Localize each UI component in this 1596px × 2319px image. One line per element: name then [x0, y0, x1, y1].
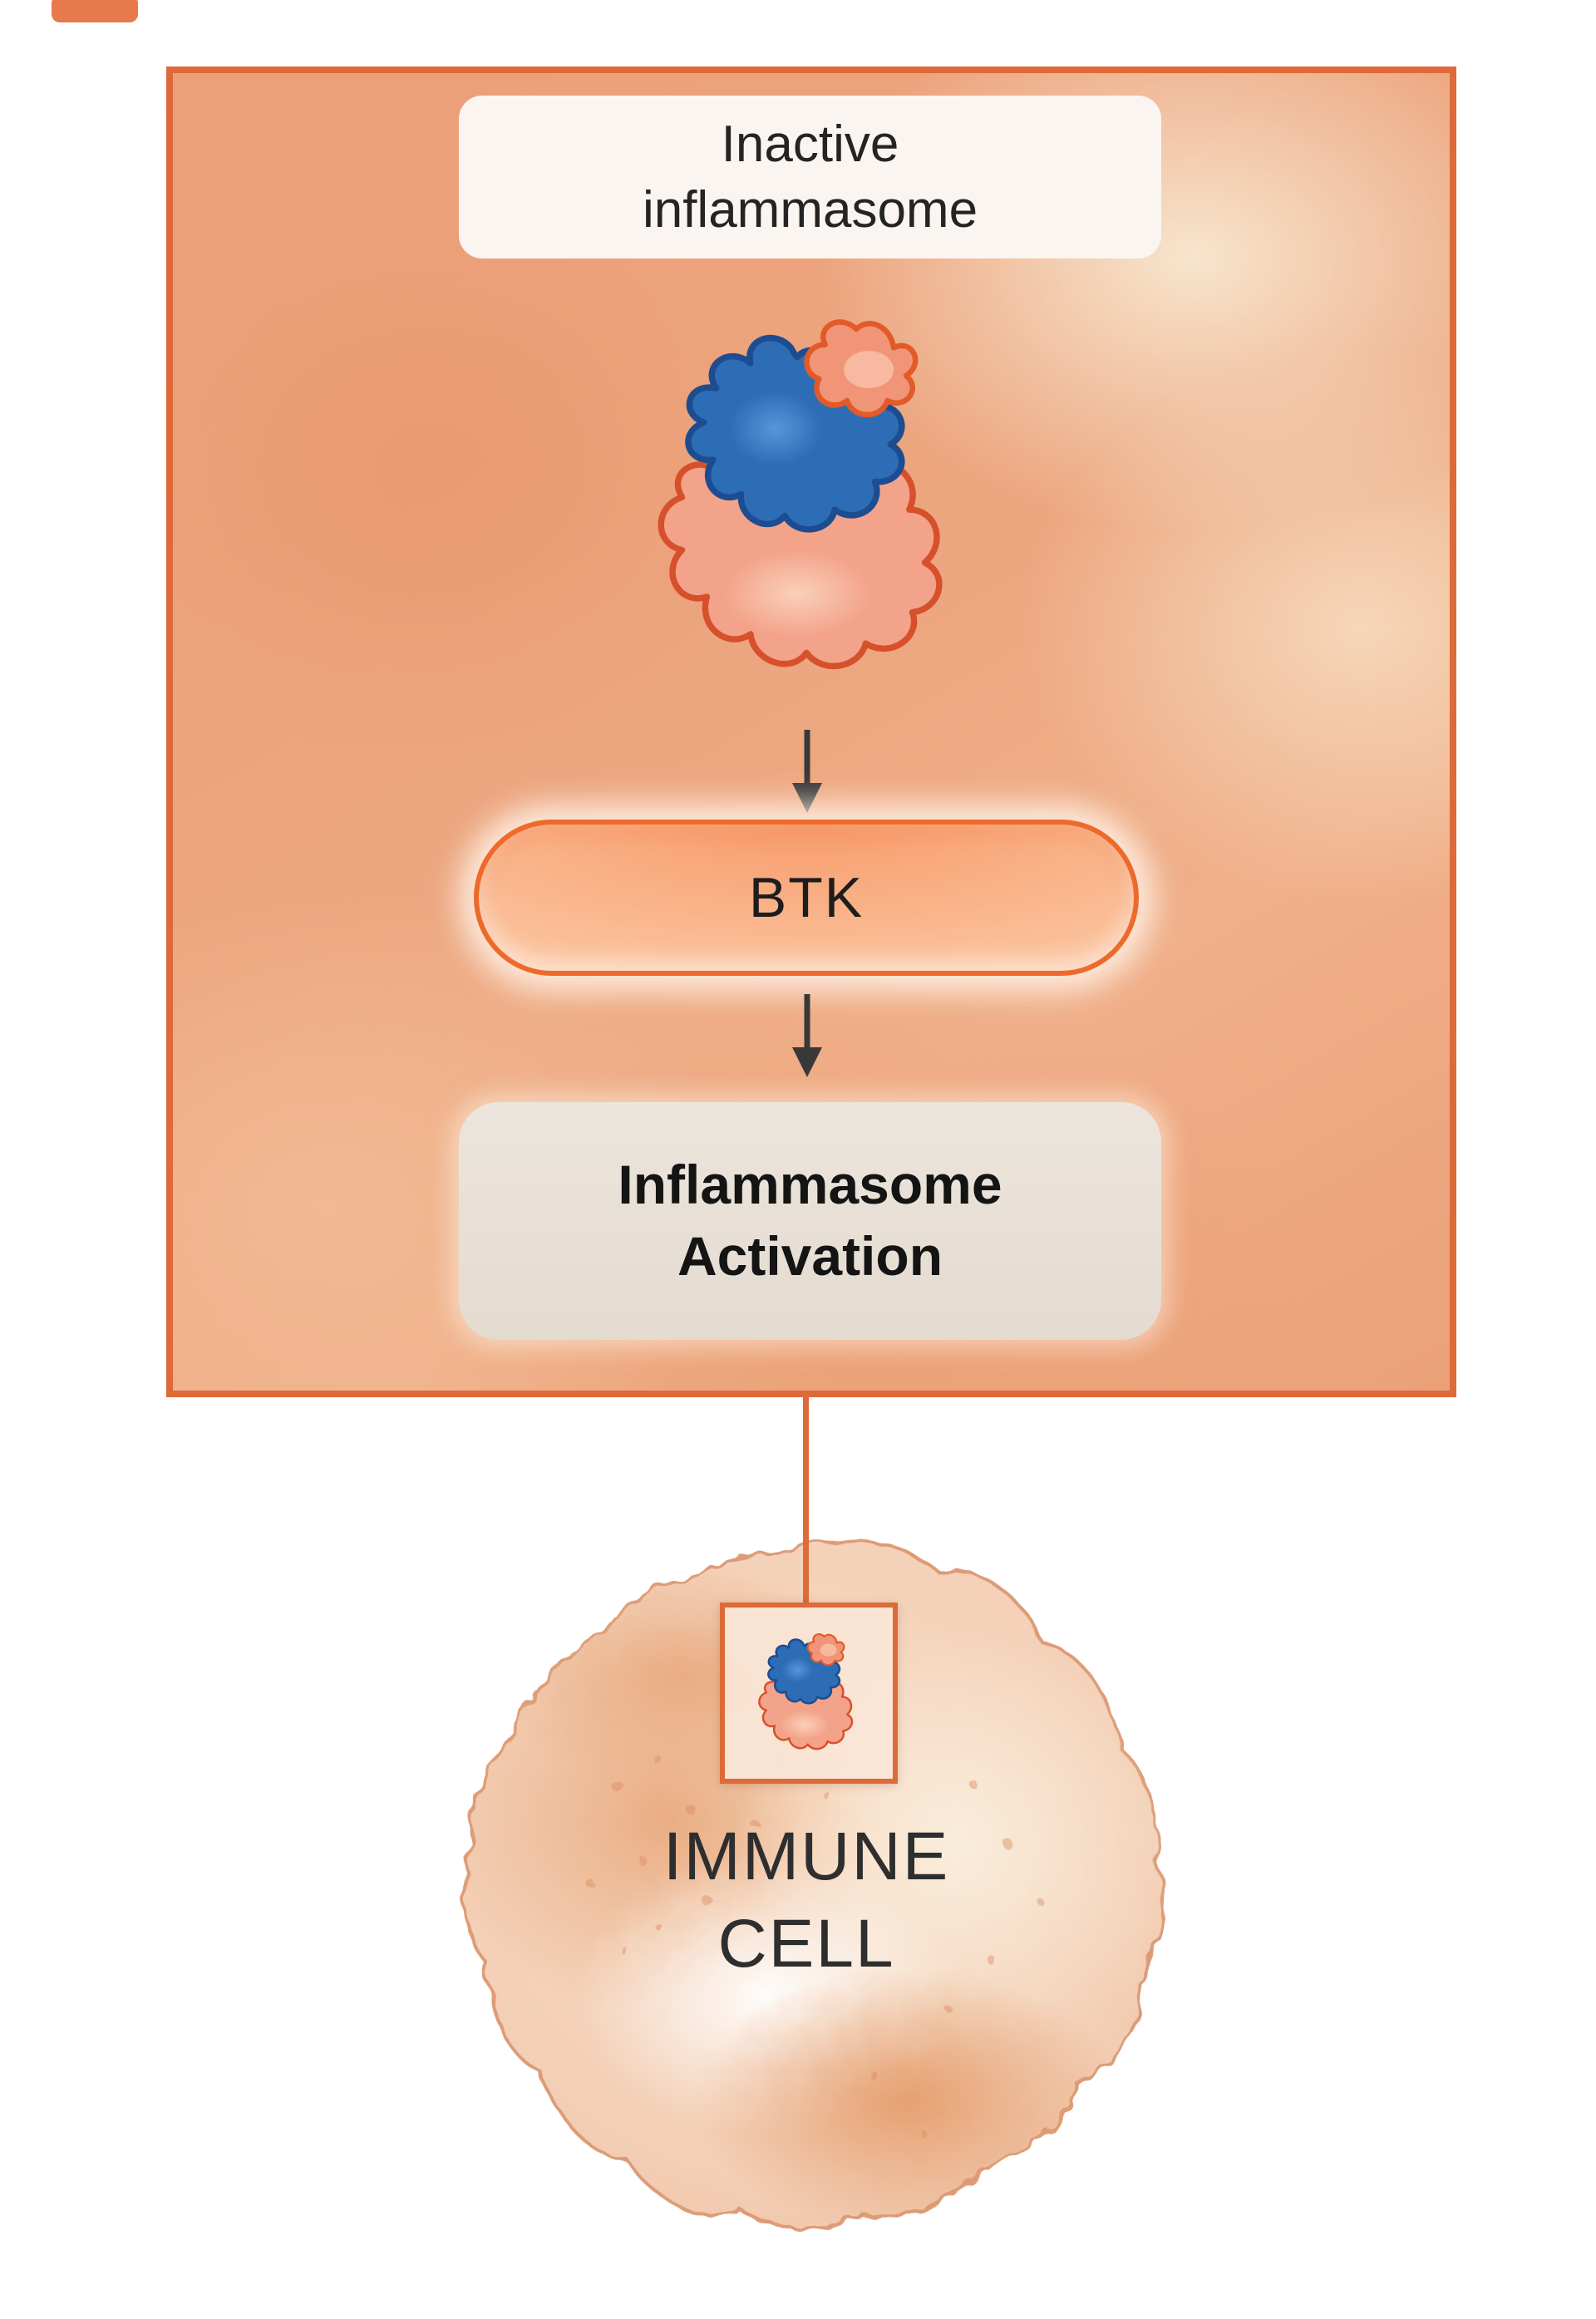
- down-arrow-icon: [792, 994, 822, 1077]
- corner-tab: [52, 0, 138, 22]
- inactive-label-line2: inflammasome: [642, 181, 978, 239]
- immune-label-line2: CELL: [717, 1905, 895, 1982]
- cell-speckles: [588, 1756, 1044, 2138]
- inactive-inflammasome-label: Inactive inflammasome: [459, 96, 1161, 258]
- activation-line1: Inflammasome: [618, 1154, 1002, 1216]
- immune-label-line1: IMMUNE: [663, 1819, 950, 1894]
- btk-label: BTK: [748, 866, 864, 929]
- inflammasome-activation-box: Inflammasome Activation: [459, 1102, 1161, 1340]
- immune-cell-label: IMMUNE CELL: [507, 1814, 1106, 1988]
- down-arrow-icon: [792, 730, 822, 813]
- activation-line2: Activation: [677, 1225, 943, 1287]
- zoom-connector-line: [803, 1397, 809, 1608]
- btk-pill: BTK: [474, 820, 1139, 976]
- inflammasome-mini-icon: [751, 1628, 866, 1758]
- inactive-label-line1: Inactive: [721, 115, 899, 173]
- inactive-inflammasome-icon: [638, 304, 981, 693]
- inflammasome-inset-box: [720, 1603, 898, 1784]
- magnified-view-panel: Inactive inflammasome BTK Inflammasome A…: [166, 66, 1456, 1397]
